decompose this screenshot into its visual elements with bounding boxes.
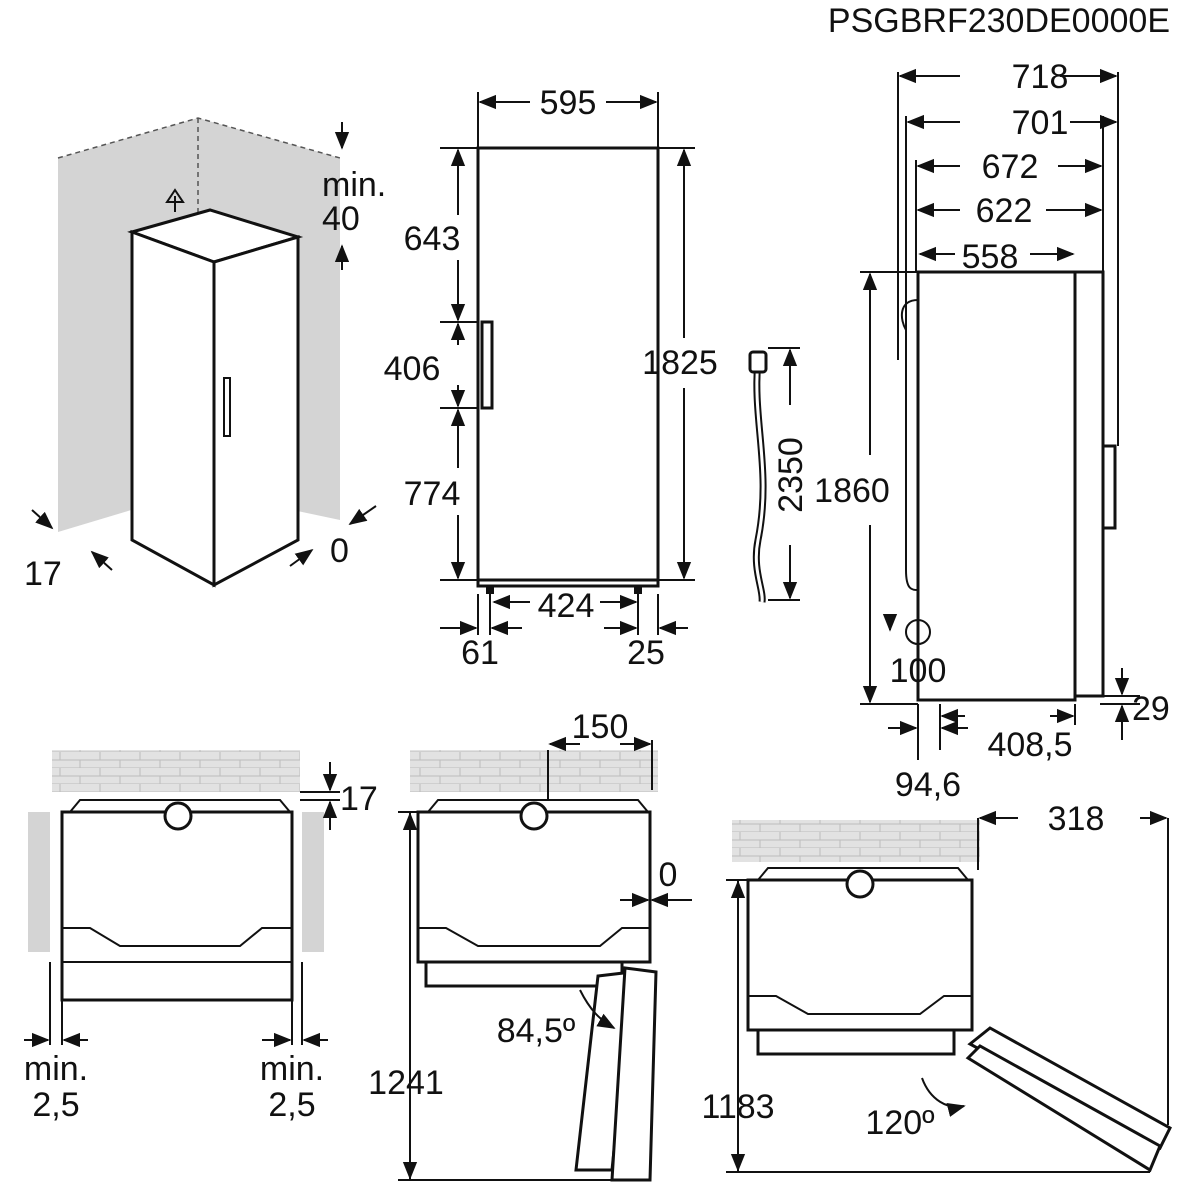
- top-clearance-label: min.: [322, 166, 386, 204]
- side-318-label: 318: [1048, 800, 1105, 838]
- height-label: 1825: [642, 344, 718, 382]
- side-view: 718 701 672 622 558 1860 100 29 408,5 94…: [814, 58, 1170, 804]
- height-1860-label: 1860: [814, 472, 890, 510]
- side-offset-label: 150: [572, 708, 629, 746]
- top-clearance-value: 40: [322, 200, 360, 238]
- cable-length-label: 2350: [772, 437, 810, 513]
- wall-gap-label: 17: [340, 780, 378, 818]
- foot-height-label: 29: [1132, 690, 1170, 728]
- socket-height-label: 100: [890, 652, 947, 690]
- depth-1241-label: 1241: [368, 1064, 444, 1102]
- door-angle-120-label: 120º: [865, 1104, 934, 1142]
- rear-offset-label: 94,6: [895, 766, 961, 804]
- lower-section-label: 774: [404, 475, 461, 513]
- left-foot-label: 61: [461, 634, 499, 672]
- top-view-door-84: 150 0 84,5º 1241: [368, 708, 692, 1182]
- front-view: 595 643 406 774 1825 424 61 25: [384, 84, 718, 672]
- left-min-label: min.: [24, 1050, 88, 1088]
- feet-span-label: 424: [538, 587, 595, 625]
- depth-622-label: 622: [976, 192, 1033, 230]
- top-view-clearance: 17 min. 2,5 min. 2,5: [24, 750, 378, 1124]
- upper-section-label: 643: [404, 220, 461, 258]
- right-gap-label: 0: [330, 532, 349, 570]
- right-min-value: 2,5: [268, 1086, 315, 1124]
- depth-672-label: 672: [982, 148, 1039, 186]
- right-min-label: min.: [260, 1050, 324, 1088]
- door-angle-label: 84,5º: [497, 1012, 576, 1050]
- left-gap-label: 17: [24, 555, 62, 593]
- handle-section-label: 406: [384, 350, 441, 388]
- model-number: PSGBRF230DE0000E: [828, 2, 1170, 40]
- top-view-door-120: 318 120º 1183: [701, 800, 1172, 1173]
- door-gap-label: 0: [659, 856, 678, 894]
- perspective-view: min. 40 17 0: [24, 117, 386, 593]
- left-min-value: 2,5: [32, 1086, 79, 1124]
- depth-558-label: 558: [962, 238, 1019, 276]
- depth-701-label: 701: [1012, 104, 1069, 142]
- depth-718-label: 718: [1012, 58, 1069, 96]
- power-cable: 2350: [748, 347, 810, 603]
- foot-depth-label: 408,5: [987, 726, 1072, 764]
- width-label: 595: [540, 84, 597, 122]
- right-foot-label: 25: [627, 634, 665, 672]
- depth-1183-label: 1183: [701, 1088, 774, 1126]
